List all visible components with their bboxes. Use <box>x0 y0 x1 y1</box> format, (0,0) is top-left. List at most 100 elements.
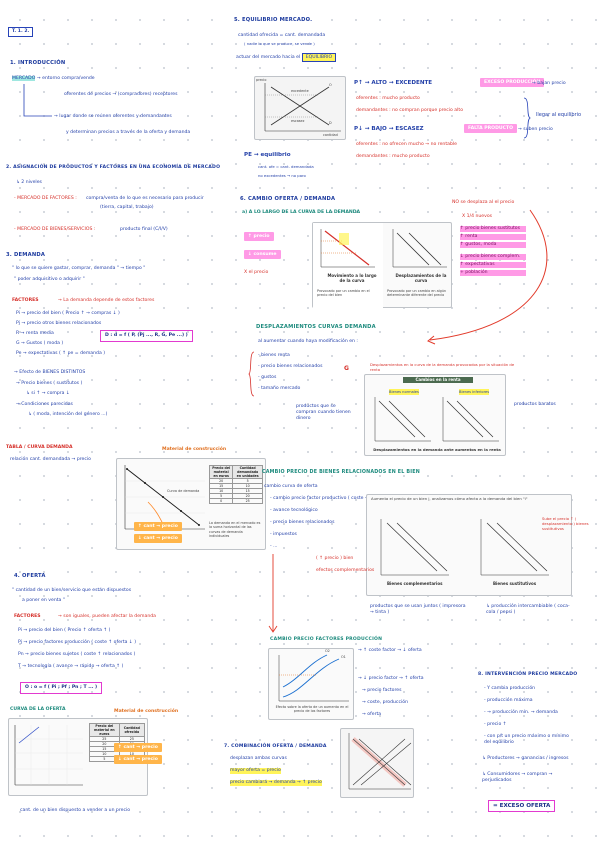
despl-sub: al aumentar cuando haya modificación en … <box>258 339 358 344</box>
pe-note2: no excedentes → no paro <box>258 173 306 178</box>
demand-card-note: La demanda en el mercado es la suma hori… <box>209 521 261 539</box>
cell: 25 <box>232 498 263 504</box>
intro-line3: → lugar donde se reúnen oferentes y dema… <box>54 114 172 119</box>
eq-escasez: escasez <box>291 119 305 123</box>
p-up: P↑ → ALTO → EXCEDENTE <box>354 80 433 86</box>
of-note2: oferentes : no ofrecen mucho → no rentab… <box>356 142 457 147</box>
rel-item-4: - impuestos <box>270 532 297 537</box>
rel-item-3: - precio bienes relacionados <box>270 520 335 525</box>
supply-factor-2: Pj → precio factores producción ( coste … <box>18 640 137 645</box>
factores-label: - MERCADO DE FACTORES : <box>14 196 77 201</box>
s8-item-3: - → producción mín. → demanda <box>484 710 558 715</box>
demand-factor-3: R → renta media <box>16 331 54 336</box>
relacionados-sub: cambio curva de oferta <box>264 484 318 489</box>
equilibrio-badge: EQUILIBRIO <box>301 53 337 62</box>
of-note: oferentes : mucho producto <box>356 96 420 101</box>
related-right-label: Bienes sustitutivos <box>493 581 537 586</box>
mercado-label: MERCADO <box>12 76 36 81</box>
pink-item: + población <box>460 270 526 276</box>
s7-l1: mayor oferta = precio <box>230 768 281 774</box>
renta-card: Cambios en la renta Bienes normales Bien… <box>364 374 506 456</box>
section-8-title: 8. INTERVENCIÓN PRECIO MERCADO <box>478 672 578 677</box>
supply-sticker-1: ↑ cant → precio <box>114 743 162 752</box>
mercado-def-text: → entorno compra/vende <box>36 76 95 81</box>
equilibrium-chart <box>264 83 341 132</box>
oferta-def2: a poner en venta " <box>22 598 65 603</box>
p-down-note: → suben precio <box>518 127 553 132</box>
demand-th-qty: Cantidad demandada en unidades <box>232 465 263 479</box>
section-4-title: 4. OFERTA <box>14 573 46 579</box>
rel-note-left2: efectos complementarios <box>316 568 375 573</box>
s8-item-4: - precio ↑ <box>484 722 507 727</box>
bienes-b3: → Condiciones parecidas <box>16 402 73 407</box>
fact-n3: → precio factores <box>362 688 402 693</box>
despl-item-2: - precio bienes relacionados <box>258 364 323 369</box>
rel-item-1: - cambio precio factor productivo ( cost… <box>270 496 393 501</box>
factores-3-label: FACTORES <box>12 298 39 303</box>
rel-note-right: Sube el precio ↑ ( desplazamiento ) bien… <box>542 516 589 531</box>
rel-note-left1: ( ↑ precio ) bien <box>316 556 354 561</box>
p-up-note: → bajan precio <box>532 81 566 86</box>
note-x-price: X el precio <box>244 270 269 275</box>
topic-tag: T. 1. 2. <box>8 27 34 37</box>
related-left-label: Bienes complementarios <box>387 581 443 586</box>
supply-factor-4: T → tecnología ( avance → rápido → ofert… <box>18 664 124 669</box>
despl-item-3: - gustos <box>258 375 277 380</box>
fact-n2: → ↓ precio factor → ↑ oferta <box>358 676 424 681</box>
p-down: P↓ → BAJO → ESCASEZ <box>354 126 424 132</box>
factores-o1: O1 <box>341 655 346 659</box>
supply-formula: O : o = f ( Pi ; Pf ; Pn ; T ... ) <box>20 682 103 694</box>
dem-note: demandantes : no compran porque precio a… <box>356 108 464 113</box>
equilibrium-card: precio excedente escasez cantidad O D <box>254 76 346 140</box>
supply-chart-title: Material de construcción <box>114 709 179 714</box>
eq-l3: actuar del mercado hacia el EQUILIBRIO <box>236 53 337 62</box>
factores-title: CAMBIO PRECIO FACTORES PRODUCCIÓN <box>270 637 383 642</box>
pe-note1: cant. ofe = cant. demandada <box>258 164 314 169</box>
oferta-def1: " cantidad de un bien/servicio que están… <box>12 588 132 593</box>
factores-chart <box>278 654 349 702</box>
note-up-price: ↑ precio <box>244 232 274 241</box>
eq-label-o: O <box>329 83 332 87</box>
llegar-equilibrio: llegar al equilibrio <box>536 112 582 118</box>
demand-card: Curva de demanda Precio del material en … <box>116 458 266 550</box>
curve-move-card: Movimiento a lo largo de la curva Provoc… <box>312 222 452 309</box>
demand-gridlines <box>125 480 205 514</box>
pink-item: ↑ renta <box>460 234 526 240</box>
despl-item-1: - bienes renta <box>258 353 290 358</box>
s8-item-5: - con p/t un precio máximo o mínimo del … <box>484 734 569 745</box>
mercado-def: MERCADO → entorno compra/vende <box>12 76 95 82</box>
demand-factor-4: G → Gustos ( moda ) <box>16 341 64 346</box>
tabla-sticker-1: ↑ cant → precio <box>134 522 182 531</box>
s8-item-1: - Y cambia producción <box>484 686 536 691</box>
tag-red: NO se desplaza al el precio <box>452 200 515 205</box>
factores-o2: O2 <box>325 649 330 653</box>
intro-line4: y determinan precios a través de la ofer… <box>66 130 191 135</box>
supply-curve-line <box>18 726 40 744</box>
demanda-q2: " poder adquisitivo o adquirir " <box>14 277 85 282</box>
pink-list: ↑ precio bienes sustitutos ↑ renta ↑ gus… <box>460 226 526 276</box>
despl-title: DESPLAZAMIENTOS CURVAS DEMANDA <box>256 324 376 330</box>
section-7-title: 7. COMBINACIÓN OFERTA / DEMANDA <box>224 744 327 749</box>
eq-axis-qty: cantidad <box>323 133 338 137</box>
supply-sticker-2: ↓ cant → precio <box>114 755 162 764</box>
s8-bullet-1: ↳ Productores → ganancias / ingresos <box>482 756 569 761</box>
despl-left-note: productos que se compran cuando tienen d… <box>296 404 351 421</box>
supply-factor-1: Pi → precio del bien ( Precio ↑ oferta ↑… <box>18 628 111 633</box>
demand-factor-1: Pi → precio del bien ( Precio ↑ → compra… <box>16 311 120 316</box>
card1-text: Provocado por un cambio en el precio del… <box>317 289 370 298</box>
factores-card: O1 O2 Efecto sobre la oferta de un aumen… <box>268 648 354 720</box>
section-6-title: 6. CAMBIO OFERTA / DEMANDA <box>240 196 336 202</box>
pink-item: ↑ expectativas <box>460 262 526 268</box>
pe: PE → equilibrio <box>244 152 291 158</box>
bienes-b4: ↳ ( moda, intención del género ...) <box>28 412 108 417</box>
section-3-title: 3. DEMANDA <box>6 252 46 258</box>
fact-n5: → oferta <box>362 712 382 717</box>
factores-caption: Efecto sobre la oferta de un aumento en … <box>275 705 349 714</box>
section-5-title: 5. EQUILIBRIO MERCADO. <box>234 17 313 23</box>
related-card: Aumenta el precio de un bien j, analizam… <box>366 494 572 596</box>
note-down-consume: ↓ consume <box>244 250 281 259</box>
rel-item-5: - ... <box>270 544 278 549</box>
factores-3-note: → La demanda depende de estos factores <box>58 298 155 303</box>
s8-bullet-2: ↳ Consumidores → compran → perjudicados <box>482 772 553 783</box>
red-down-arrow-icon <box>268 554 278 633</box>
